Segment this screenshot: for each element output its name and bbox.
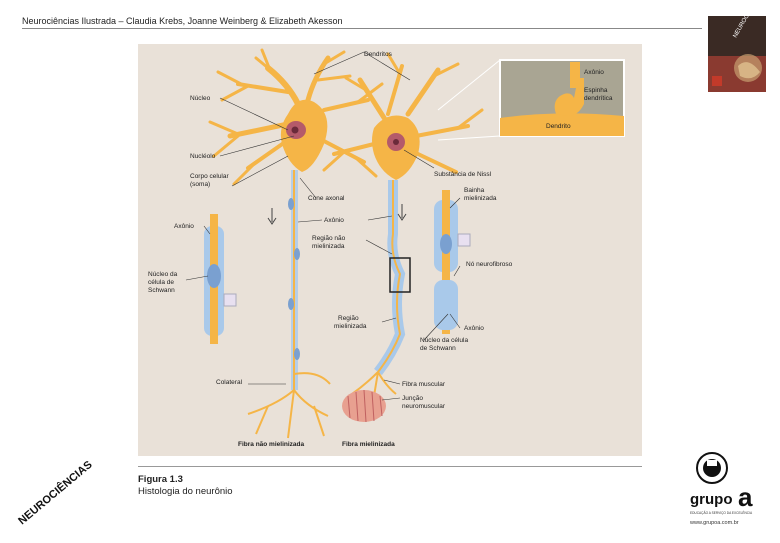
- header-title: Neurociências Ilustrada – Claudia Krebs,…: [22, 16, 343, 26]
- stamp-text: NEUROCIÊNCIAS: [16, 458, 95, 527]
- label-bainha-1: Bainha: [464, 187, 485, 194]
- label-nissl: Substância de Nissl: [434, 171, 492, 178]
- neuron-histology-figure: Dendritos Núcleo Nucléolo Corpo celular …: [138, 44, 642, 456]
- label-nucleo-schwann-3: Schwann: [148, 287, 175, 294]
- label-regiao-nao-1: Região não: [312, 235, 346, 242]
- label-colateral: Colateral: [216, 379, 243, 386]
- publisher-url: www.grupoa.com.br: [689, 520, 739, 526]
- label-nucleo-celula-1: Núcleo da célula: [420, 337, 468, 344]
- label-nucleo-celula-2: de Schwann: [420, 345, 456, 352]
- label-fibra-muscular: Fibra muscular: [402, 381, 446, 388]
- publisher-name-2: a: [738, 482, 753, 512]
- label-corpo-celular-1: Corpo celular: [190, 173, 229, 180]
- label-regiao-mielinizada-2: mielinizada: [334, 323, 367, 330]
- caption-number: Figura 1.3: [138, 474, 183, 485]
- label-regiao-mielinizada-1: Região: [338, 315, 359, 322]
- node-highlight-box: [389, 257, 411, 293]
- book-cover-thumbnail: NEUROCIÊNCIAS: [708, 0, 766, 92]
- label-dendritos: Dendritos: [364, 51, 393, 58]
- schwann-cell-inset-left: [204, 214, 237, 344]
- left-soma: [280, 99, 328, 172]
- label-axonio-right: Axônio: [464, 325, 484, 332]
- label-nucleo-schwann-2: célula de: [148, 279, 174, 286]
- label-juncao-1: Junção: [402, 395, 423, 402]
- dendritic-spine-inset: [437, 59, 625, 141]
- publisher-logo: grupo a EDUCAÇÃO A SERVIÇO DA EXCELÊNCIA…: [688, 448, 772, 538]
- label-regiao-nao-2: mielinizada: [312, 243, 345, 250]
- label-inset-axonio: Axônio: [584, 69, 604, 76]
- publisher-tagline: EDUCAÇÃO A SERVIÇO DA EXCELÊNCIA: [690, 510, 753, 515]
- leader-lines: [185, 51, 461, 401]
- label-nucleolo: Nucléolo: [190, 153, 216, 160]
- figure-caption: Figura 1.3 Histologia do neurônio: [138, 474, 233, 498]
- caption-rule: [138, 466, 642, 467]
- label-corpo-celular-2: (soma): [190, 181, 210, 188]
- label-fibra-mielinizada: Fibra mielinizada: [342, 441, 395, 448]
- neurociencias-stamp: NEUROCIÊNCIAS: [8, 455, 98, 535]
- label-axonio-left: Axônio: [174, 223, 194, 230]
- label-no-neurofibroso: Nó neurofibroso: [466, 261, 513, 268]
- label-nucleo-schwann-1: Núcleo da: [148, 271, 178, 278]
- label-inset-espinha-1: Espinha: [584, 87, 608, 94]
- label-inset-espinha-2: dendrítica: [584, 95, 613, 102]
- label-cone-axonal: Cone axonal: [308, 195, 345, 202]
- label-inset-dendrito: Dendrito: [546, 123, 571, 130]
- label-nucleo: Núcleo: [190, 95, 211, 102]
- left-schwann-nuclei: [288, 198, 300, 360]
- publisher-name: grupo a: [690, 482, 753, 512]
- label-fibra-nao-mielinizada: Fibra não mielinizada: [238, 441, 304, 448]
- publisher-name-1: grupo: [690, 491, 733, 508]
- header-rule: [22, 28, 702, 29]
- label-juncao-2: neuromuscular: [402, 403, 446, 410]
- schwann-cell-inset-right: [434, 190, 471, 334]
- left-axon-terminals: [247, 372, 331, 439]
- label-bainha-2: mielinizada: [464, 195, 497, 202]
- label-axonio-center: Axônio: [324, 217, 344, 224]
- left-neuron: [208, 48, 384, 186]
- muscle-fiber: [342, 390, 386, 422]
- caption-text: Histologia do neurônio: [138, 486, 233, 497]
